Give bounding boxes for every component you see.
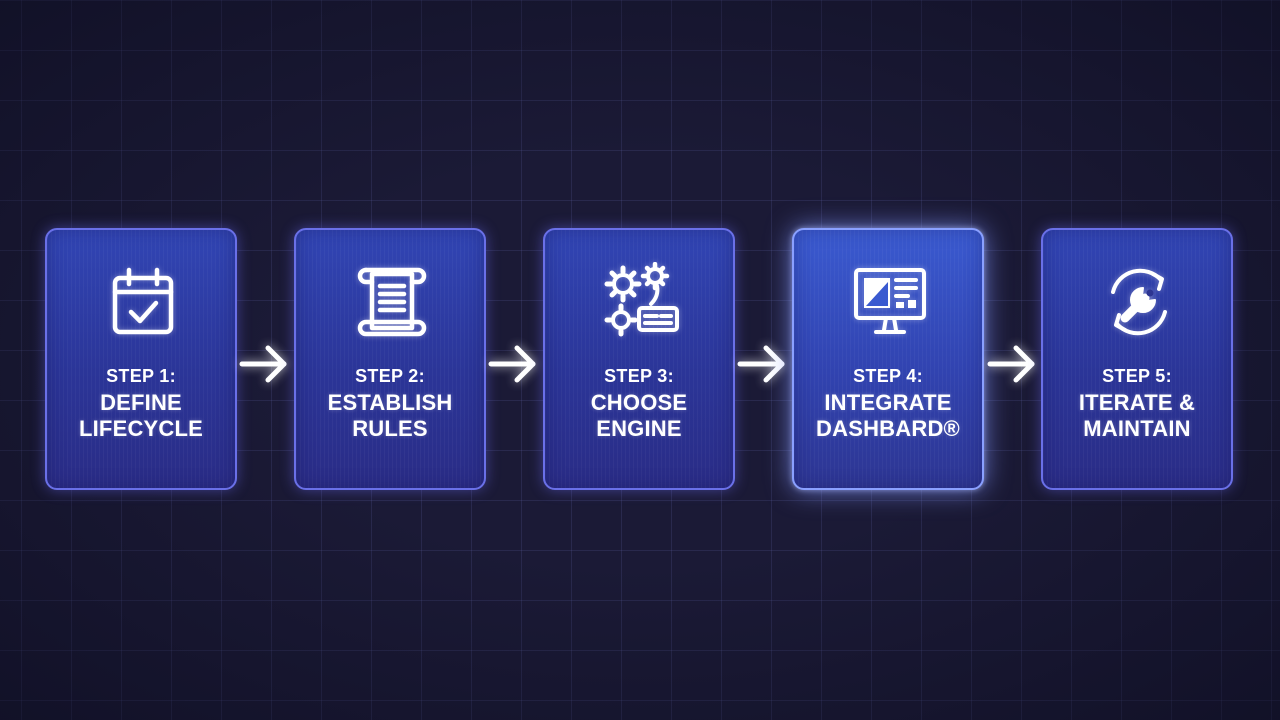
step-number: STEP 2: — [355, 366, 425, 386]
gears-engine-icon — [601, 262, 681, 342]
step-title: ESTABLISH RULES — [327, 390, 453, 441]
monitor-dashboard-icon — [850, 262, 930, 342]
arrow-right-icon — [238, 340, 290, 388]
step-title: INTEGRATE DASHBARD® — [816, 390, 960, 441]
arrow-right-icon — [986, 340, 1038, 388]
step-title: ITERATE & MAINTAIN — [1078, 390, 1196, 441]
wrench-cycle-icon — [1099, 262, 1179, 342]
arrow-right-icon — [736, 340, 788, 388]
step-card-3: STEP 3: CHOOSE ENGINE — [543, 228, 735, 490]
step-card-1: STEP 1: DEFINE LIFECYCLE — [45, 228, 237, 490]
step-number: STEP 4: — [853, 366, 923, 386]
step-title: CHOOSE ENGINE — [590, 390, 688, 441]
step-card-4: STEP 4: INTEGRATE DASHBARD® — [792, 228, 984, 490]
arrow-right-icon — [487, 340, 539, 388]
step-number: STEP 1: — [106, 366, 176, 386]
step-card-5: STEP 5: ITERATE & MAINTAIN — [1041, 228, 1233, 490]
calendar-check-icon — [103, 262, 183, 342]
step-title: DEFINE LIFECYCLE — [78, 390, 204, 441]
step-number: STEP 5: — [1102, 366, 1172, 386]
step-card-2: STEP 2: ESTABLISH RULES — [294, 228, 486, 490]
scroll-document-icon — [352, 262, 432, 342]
step-number: STEP 3: — [604, 366, 674, 386]
